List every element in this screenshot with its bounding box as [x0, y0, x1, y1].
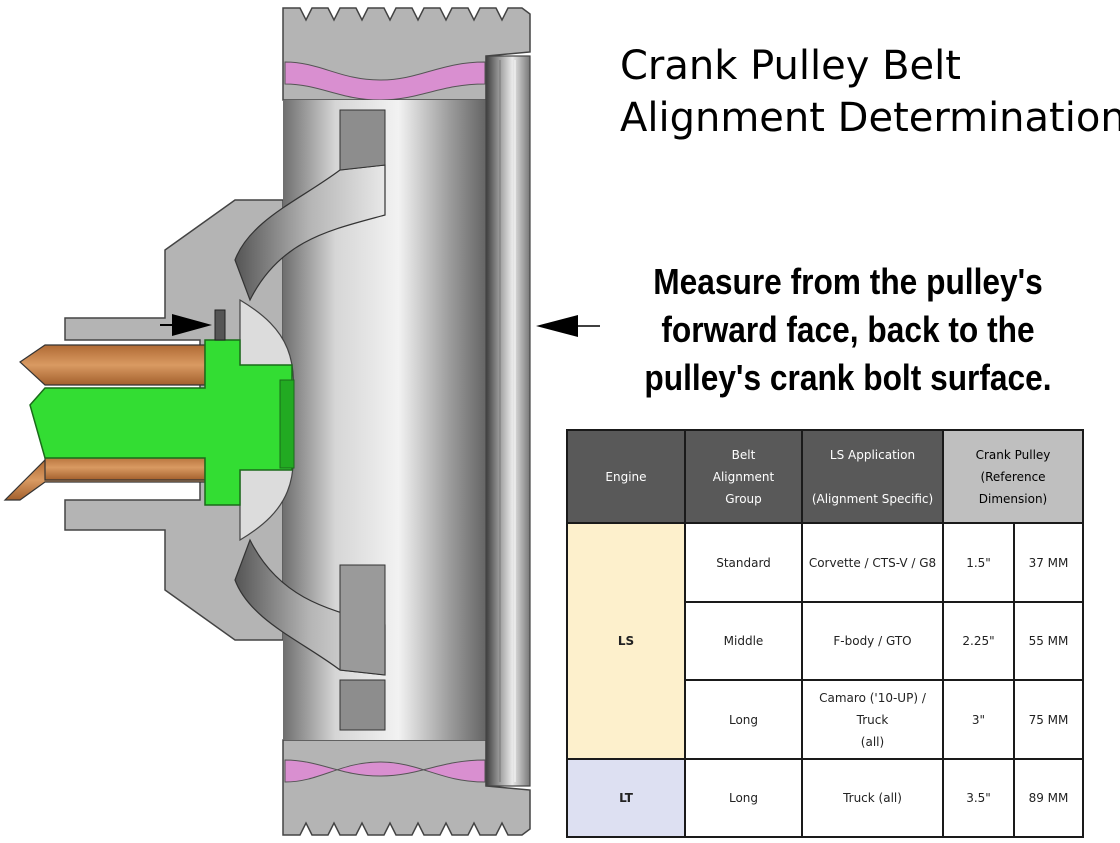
engine-cell-ls: LS [566, 522, 686, 760]
inches-cell: 3.5" [942, 758, 1015, 838]
measurement-arrow-forward-face [536, 315, 600, 337]
mm-cell: 89 MM [1013, 758, 1084, 838]
header-belt-group: Belt Alignment Group [684, 429, 803, 524]
table-row: Long Camaro ('10-UP) / Truck (all) 3" 75… [567, 679, 1084, 760]
application-cell: F-body / GTO [801, 601, 944, 681]
mm-cell: 75 MM [1013, 679, 1084, 760]
application-cell: Camaro ('10-UP) / Truck (all) [801, 679, 944, 760]
pulley-cross-section-drawing [3, 7, 600, 836]
inches-cell: 1.5" [942, 522, 1015, 603]
alignment-spec-table: Engine Belt Alignment Group LS Applicati… [566, 429, 1084, 838]
instruction-line-2: forward face, back to the [661, 309, 1035, 350]
inches-cell: 3" [942, 679, 1015, 760]
pulley-rim [485, 55, 531, 787]
title-line-2: Alignment Determination [620, 95, 1120, 141]
engine-cell-lt: LT [566, 758, 686, 838]
belt-band-top [284, 61, 486, 101]
header-application: LS Application (Alignment Specific) [801, 429, 944, 524]
belt-band-bottom [284, 759, 486, 783]
header-engine: Engine [566, 429, 686, 524]
mm-cell: 37 MM [1013, 522, 1084, 603]
group-cell: Long [684, 679, 803, 760]
mm-cell: 55 MM [1013, 601, 1084, 681]
instruction-line-1: Measure from the pulley's [653, 261, 1043, 302]
group-cell: Standard [684, 522, 803, 603]
group-cell: Middle [684, 601, 803, 681]
measurement-arrow-bolt-surface [160, 314, 212, 336]
pulley-web-upper [234, 164, 386, 302]
group-cell: Long [684, 758, 803, 838]
table-row: LT Long Truck (all) 3.5" 89 MM [566, 758, 1084, 838]
table-row: Middle F-body / GTO 2.25" 55 MM [567, 601, 1084, 681]
measurement-instruction: Measure from the pulley's forward face, … [628, 258, 1068, 402]
diagram-title: Crank Pulley Belt Alignment Determinatio… [620, 40, 1120, 144]
instruction-line-3: pulley's crank bolt surface. [644, 357, 1052, 398]
crankshaft-snout [3, 344, 206, 501]
application-cell: Truck (all) [801, 758, 944, 838]
table-header-row: Engine Belt Alignment Group LS Applicati… [566, 429, 1084, 524]
header-crank-pulley: Crank Pulley (Reference Dimension) [942, 429, 1084, 524]
application-cell: Corvette / CTS-V / G8 [801, 522, 944, 603]
table-row: LS Standard Corvette / CTS-V / G8 1.5" 3… [566, 522, 1084, 760]
inches-cell: 2.25" [942, 601, 1015, 681]
title-line-1: Crank Pulley Belt [620, 43, 961, 89]
